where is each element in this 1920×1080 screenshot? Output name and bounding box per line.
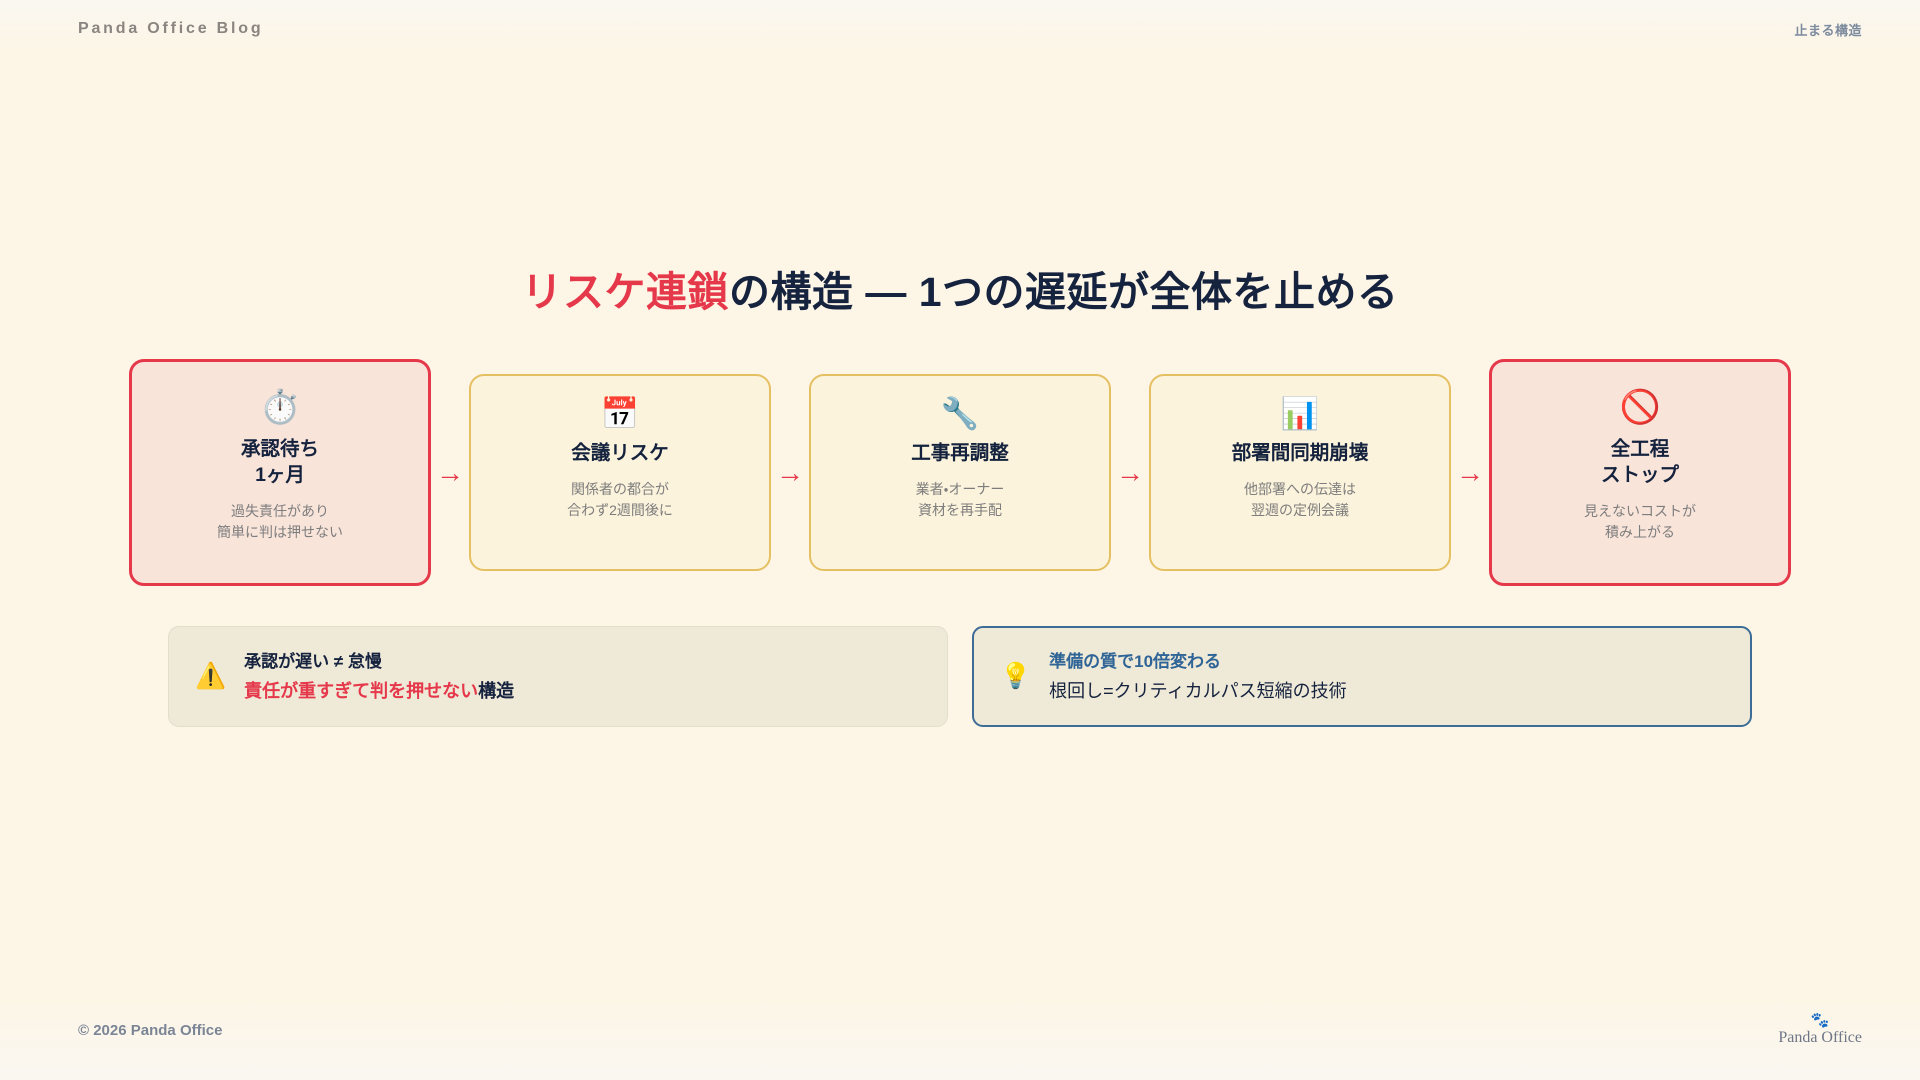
copyright-text: © 2026 Panda Office — [78, 1021, 223, 1039]
flow-arrow-2: → — [776, 456, 804, 488]
page-title-rest: の構造 ― 1つの遅延が全体を止める — [728, 269, 1399, 315]
page-title-highlight: リスケ連鎖 — [521, 269, 729, 315]
flow-card-3: 🔧 工事再調整 業者・オーナー 資材を再手配 — [809, 374, 1111, 572]
flow-diagram: ⏱️ 承認待ち 1ヶ月 過失責任があり 簡単に判は押せない → 📅 会議リスケ … — [0, 359, 1920, 587]
bar-chart-icon: 📊 — [1280, 396, 1320, 432]
callout-tip-line1: 準備の質で10倍変わる — [1049, 652, 1222, 672]
site-brand[interactable]: Panda Office Blog — [78, 20, 264, 37]
site-header: Panda Office Blog 止まる構造 — [0, 0, 1920, 58]
main-content: リスケ連鎖の構造 ― 1つの遅延が全体を止める ⏱️ 承認待ち 1ヶ月 過失責任… — [0, 58, 1920, 994]
callout-warning: ⚠️ 承認が遅い ≠ 怠慢 責任が重すぎて判を押せない構造 — [168, 626, 948, 728]
flow-card-1: ⏱️ 承認待ち 1ヶ月 過失責任があり 簡単に判は押せない — [129, 359, 431, 587]
flow-card-desc: 他部署への伝達は 翌週の定例会議 — [1244, 480, 1356, 518]
flow-card-desc: 関係者の都合が 合わず2週間後に — [567, 480, 673, 518]
callout-tip: 💡 準備の質で10倍変わる 根回し=クリティカルパス短縮の技術 — [972, 626, 1752, 728]
callout-warning-emphasis: 責任が重すぎて判を押せない — [244, 680, 479, 701]
flow-card-desc: 業者・オーナー 資材を再手配 — [915, 480, 1005, 518]
wrench-icon: 🔧 — [940, 396, 980, 432]
paw-print-icon: 🐾 — [1810, 1012, 1830, 1029]
callout-warning-line1: 承認が遅い ≠ 怠慢 — [244, 652, 382, 672]
callout-warning-line2: 責任が重すぎて判を押せない構造 — [244, 680, 514, 703]
flow-arrow-3: → — [1116, 456, 1144, 488]
callout-warning-suffix: 構造 — [478, 680, 515, 701]
callout-tip-line2: 根回し=クリティカルパス短縮の技術 — [1049, 680, 1347, 701]
flow-card-title: 工事再調整 — [911, 442, 1009, 465]
page-title: リスケ連鎖の構造 ― 1つの遅延が全体を止める — [0, 268, 1920, 317]
flow-arrow-1: → — [436, 456, 464, 488]
footer-logo[interactable]: 🐾 Panda Office — [1778, 1013, 1862, 1047]
flow-card-title: 承認待ち 1ヶ月 — [240, 438, 319, 486]
flow-card-title: 部署間同期崩壊 — [1231, 442, 1369, 465]
flow-card-4: 📊 部署間同期崩壊 他部署への伝達は 翌週の定例会議 — [1149, 374, 1451, 572]
site-footer: © 2026 Panda Office 🐾 Panda Office — [0, 994, 1920, 1080]
callout-warning-body: 承認が遅い ≠ 怠慢 責任が重すぎて判を押せない構造 — [244, 651, 514, 702]
lightbulb-icon: 💡 — [1000, 662, 1032, 691]
flow-card-5: 🚫 全工程 ストップ 見えないコストが 積み上がる — [1489, 359, 1791, 587]
flow-card-title: 全工程 ストップ — [1600, 438, 1679, 486]
stopwatch-icon: ⏱️ — [259, 388, 301, 426]
flow-card-desc: 過失責任があり 簡単に判は押せない — [217, 502, 343, 540]
prohibited-icon: 🚫 — [1619, 388, 1661, 426]
infographic-canvas: リスケ連鎖の構造 ― 1つの遅延が全体を止める ⏱️ 承認待ち 1ヶ月 過失責任… — [0, 268, 1920, 728]
warning-icon: ⚠️ — [195, 662, 227, 691]
header-tag: 止まる構造 — [1794, 22, 1862, 38]
flow-card-title: 会議リスケ — [571, 442, 669, 465]
flow-card-2: 📅 会議リスケ 関係者の都合が 合わず2週間後に — [469, 374, 771, 572]
flow-card-desc: 見えないコストが 積み上がる — [1584, 502, 1696, 540]
flow-arrow-4: → — [1456, 456, 1484, 488]
footer-brand-name: Panda Office — [1778, 1029, 1862, 1046]
callout-row: ⚠️ 承認が遅い ≠ 怠慢 責任が重すぎて判を押せない構造 💡 準備の質で10倍… — [0, 626, 1920, 728]
callout-tip-body: 準備の質で10倍変わる 根回し=クリティカルパス短縮の技術 — [1049, 651, 1346, 702]
calendar-icon: 📅 — [600, 396, 640, 432]
